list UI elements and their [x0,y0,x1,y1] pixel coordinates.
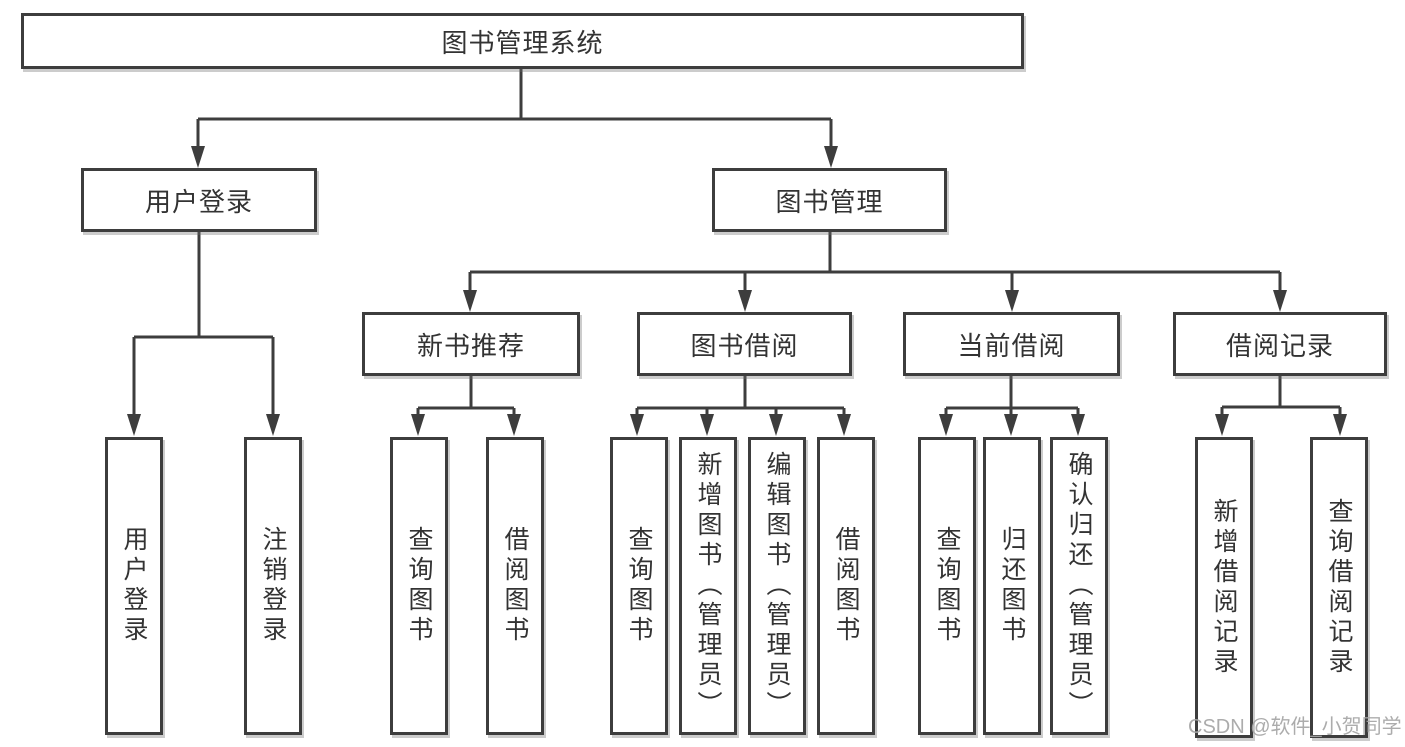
leaf-borrow-query-books: 查询图书 [610,437,668,735]
node-current-borrow: 当前借阅 [903,312,1120,376]
node-borrow-records: 借阅记录 [1173,312,1387,376]
leaf-current-confirm-return-admin: 确认归还（管理员） [1050,437,1108,735]
connector-stems [132,69,1342,417]
node-root-library-system: 图书管理系统 [21,13,1024,69]
leaf-newbook-query-books: 查询图书 [390,437,448,735]
leaf-user-login: 用户登录 [105,437,163,735]
node-book-borrow: 图书借阅 [637,312,852,376]
node-user-login: 用户登录 [81,168,317,232]
node-book-management: 图书管理 [712,168,947,232]
csdn-watermark: CSDN @软件_小贺同学 [1188,716,1402,738]
leaf-current-return-books: 归还图书 [983,437,1041,735]
leaf-logout: 注销登录 [244,437,302,735]
leaf-borrow-add-books-admin: 新增图书（管理员） [679,437,737,735]
leaf-borrow-borrow-books: 借阅图书 [817,437,875,735]
node-new-book-recommend: 新书推荐 [362,312,580,376]
leaf-borrow-edit-books-admin: 编辑图书（管理员） [748,437,806,735]
leaf-records-query-record: 查询借阅记录 [1310,437,1368,738]
leaf-records-add-record: 新增借阅记录 [1195,437,1253,738]
leaf-current-query-books: 查询图书 [918,437,976,735]
arrowheads [127,146,1347,436]
leaf-newbook-borrow-books: 借阅图书 [486,437,544,735]
